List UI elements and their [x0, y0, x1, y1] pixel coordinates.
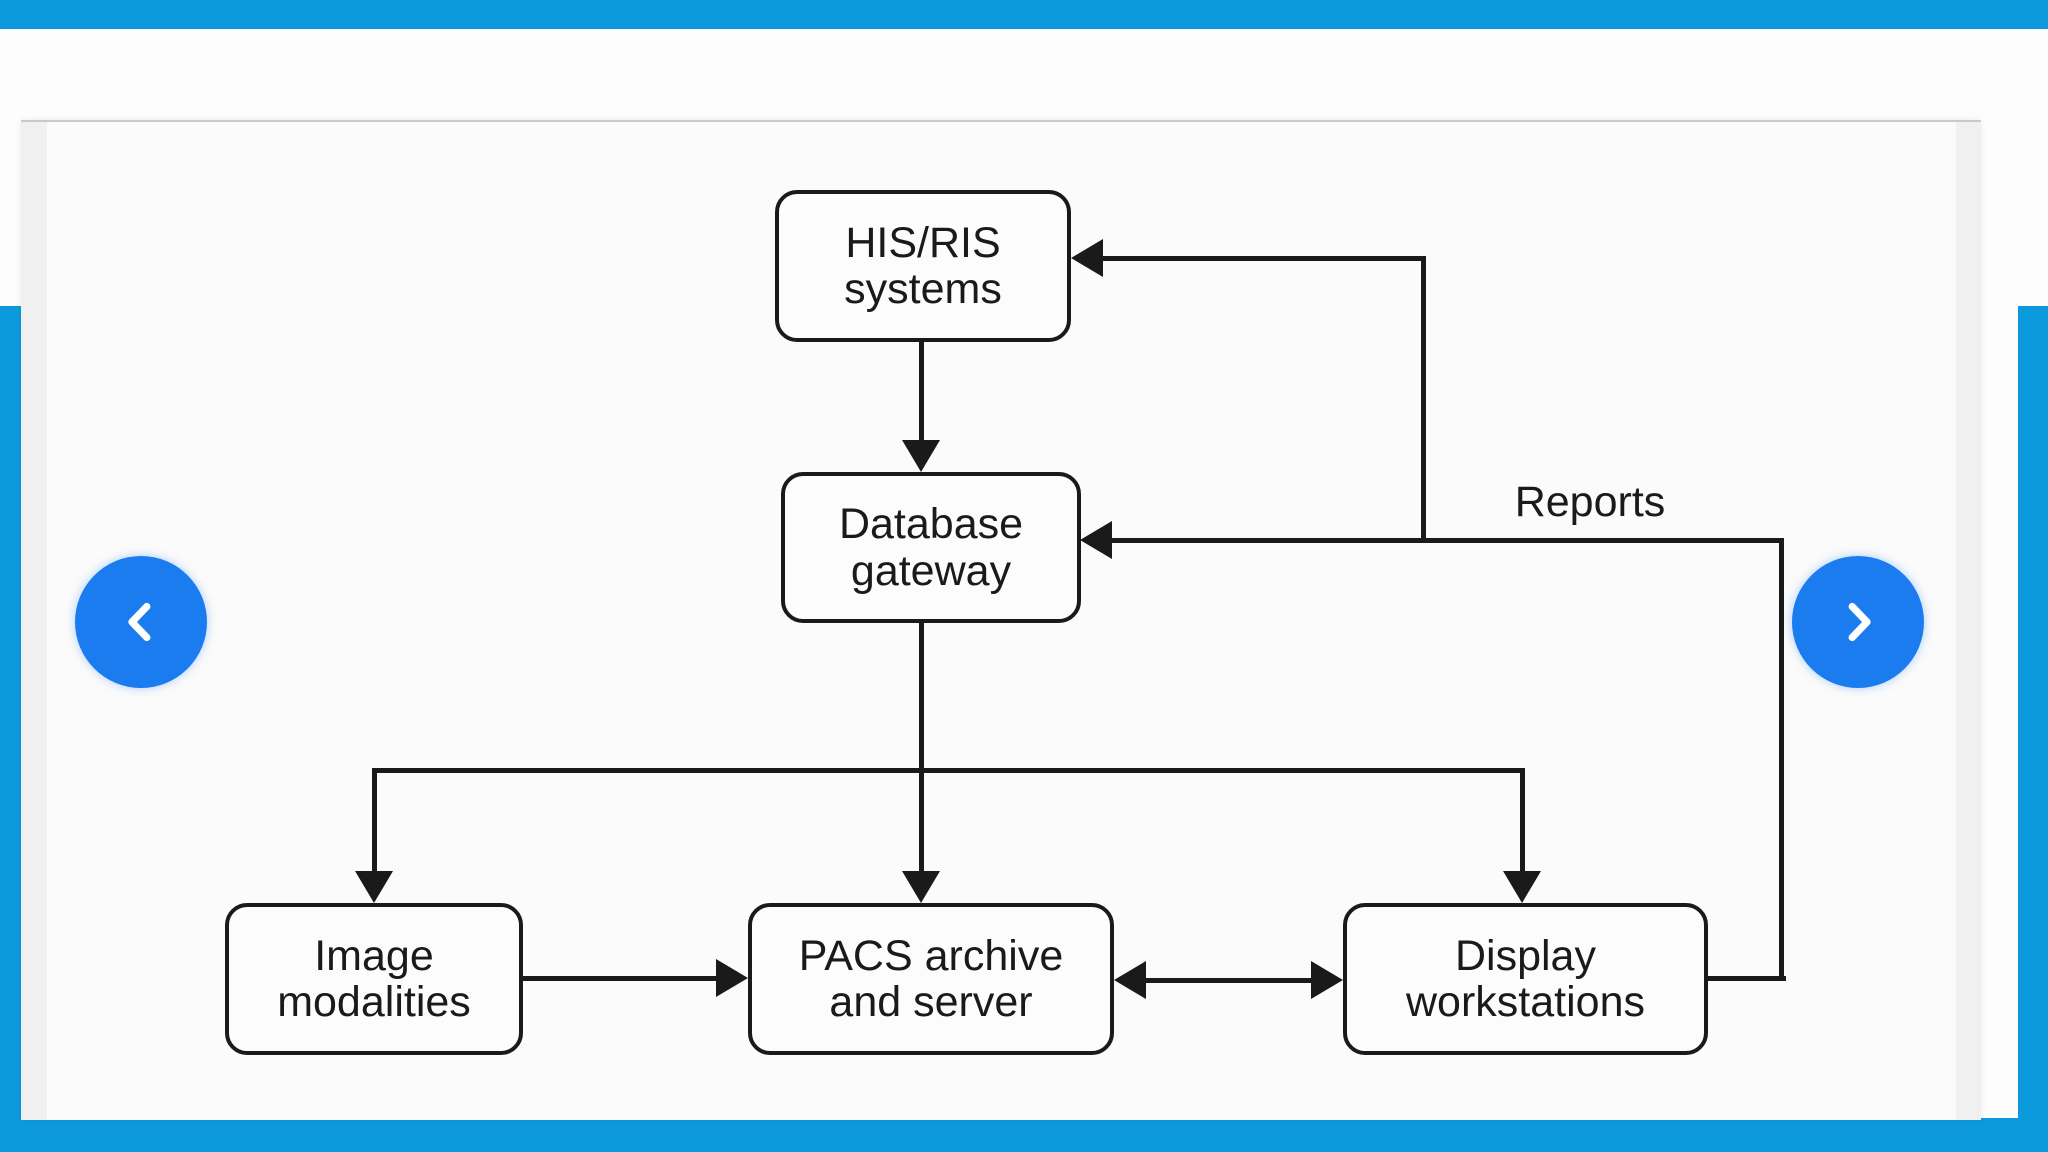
- edge-pacs-display-line: [1146, 978, 1312, 983]
- edge-reports-riser-line: [1779, 538, 1784, 981]
- node-database-gateway: Database gateway: [781, 472, 1081, 623]
- carousel-next-button[interactable]: [1792, 556, 1924, 688]
- frame-top-bar: [0, 0, 2048, 29]
- chevron-right-icon: [1848, 602, 1871, 642]
- edge-db-to-splitter-line: [919, 623, 924, 773]
- arrowhead-into-display-left: [1311, 961, 1343, 999]
- carousel-prev-button[interactable]: [75, 556, 207, 688]
- node-image-modalities: Image modalities: [225, 903, 523, 1055]
- edge-label-reports: Reports: [1514, 478, 1666, 526]
- frame-left-bar: [0, 306, 21, 1152]
- arrowhead-into-db-right: [1080, 521, 1112, 559]
- arrowhead-into-pacs-top: [902, 871, 940, 903]
- node-label: PACS archive and server: [798, 931, 1064, 1026]
- edge-reports-to-db-line: [1112, 538, 1784, 543]
- node-label: HIS/RIS systems: [844, 218, 1002, 313]
- edge-splitter-to-image-line: [372, 768, 377, 873]
- arrowhead-into-pacs-right: [1114, 961, 1146, 999]
- edge-reports-to-his-line: [1103, 256, 1425, 261]
- arrowhead-into-pacs-left: [716, 959, 748, 997]
- edge-his-to-db-line: [919, 342, 924, 441]
- edge-splitter-to-pacs-line: [919, 768, 924, 873]
- arrowhead-into-image-top: [355, 871, 393, 903]
- frame-right-bar: [2018, 306, 2048, 1152]
- node-pacs-archive-server: PACS archive and server: [748, 903, 1114, 1055]
- node-label: Image modalities: [277, 931, 471, 1026]
- edge-splitter-to-display-line: [1520, 768, 1525, 873]
- edge-reports-branch-riser-line: [1421, 256, 1426, 543]
- chevron-left-icon: [128, 602, 151, 642]
- node-label: Display workstations: [1406, 931, 1645, 1026]
- edge-splitter-line: [372, 768, 1525, 773]
- node-his-ris-systems: HIS/RIS systems: [775, 190, 1071, 342]
- node-label: Database gateway: [838, 500, 1024, 595]
- arrowhead-into-db-top: [902, 440, 940, 472]
- edge-image-to-pacs-line: [523, 976, 718, 981]
- edge-reports-from-display-line: [1708, 976, 1786, 981]
- frame-bottom-bar: [0, 1118, 2048, 1152]
- node-display-workstations: Display workstations: [1343, 903, 1708, 1055]
- arrowhead-into-his-right: [1071, 239, 1103, 277]
- arrowhead-into-display-top: [1503, 871, 1541, 903]
